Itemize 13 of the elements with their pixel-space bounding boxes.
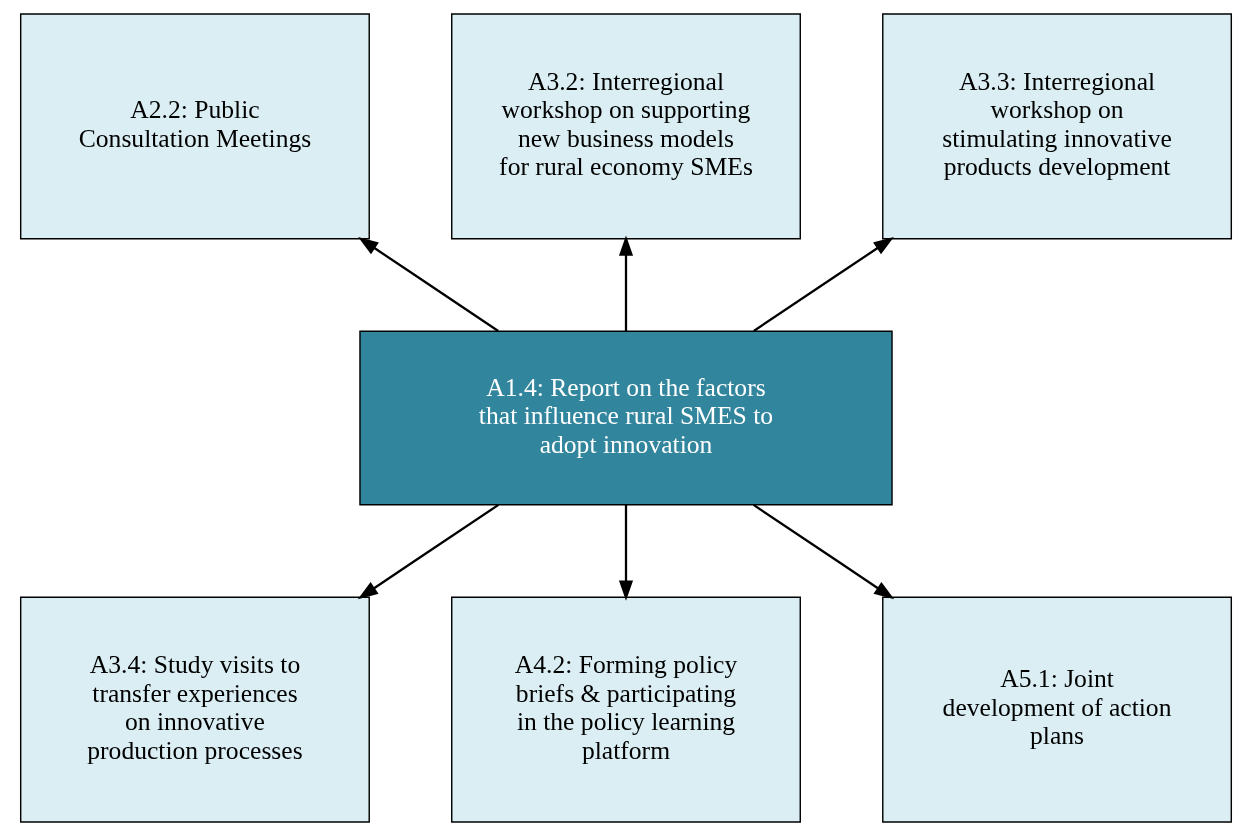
arrow [357, 503, 500, 600]
arrow [618, 504, 634, 601]
node-box: A1.4: Report on the factors that influence rural SMES to adopt innovation [359, 330, 893, 506]
arrow [618, 235, 634, 331]
arrow [358, 237, 499, 332]
arrow [752, 503, 895, 600]
node-box: A4.2: Forming policy briefs & participating in the policy learning platform [451, 596, 801, 823]
node-box: A2.2: Public Consultation Meetings [20, 13, 370, 240]
node-box: A5.1: Joint development of action plans [882, 596, 1232, 823]
node-box: A3.3: Interregional workshop on stimulating innovative products development [882, 13, 1232, 240]
node-box: A3.4: Study visits to transfer experiences on innovative production processes [20, 596, 370, 823]
node-box: A3.2: Interregional workshop on supporting new business models for rural economy SMEs [451, 13, 801, 240]
arrow [753, 237, 894, 332]
